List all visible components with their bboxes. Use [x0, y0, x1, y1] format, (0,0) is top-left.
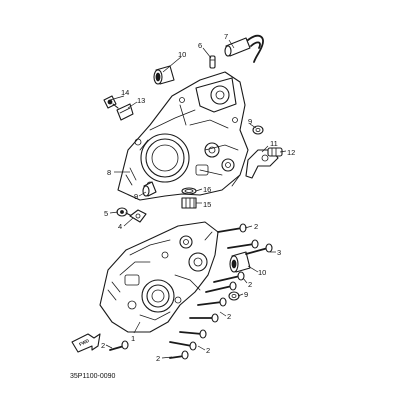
callout-14: 14: [121, 88, 129, 97]
crankcase-right-half: [117, 71, 249, 201]
bolt-5: [116, 207, 133, 217]
callout-6: 6: [198, 41, 202, 50]
callout-12: 12: [287, 148, 295, 157]
callout-1: 1: [131, 334, 135, 343]
callout-15: 15: [203, 200, 211, 209]
clamp-4: [129, 209, 147, 223]
callout-3: 3: [277, 248, 281, 257]
callout-13: 13: [137, 96, 145, 105]
callout-10-lower: 10: [258, 268, 266, 277]
callout-4: 4: [118, 222, 122, 231]
callout-7: 7: [224, 32, 228, 41]
bolt-12: [267, 147, 283, 157]
callout-9-lower: 9: [134, 192, 138, 201]
crankcase-left-half: [99, 221, 219, 333]
fwd-arrow: FWD: [71, 333, 101, 353]
o-ring-16: [181, 187, 197, 195]
oil-seal-lower: [229, 251, 251, 273]
callout-2-e: 2: [101, 341, 105, 350]
dowel-9-lower: [142, 181, 157, 197]
callout-5: 5: [104, 209, 108, 218]
bolt-3: [245, 243, 273, 255]
callout-2-d: 2: [206, 346, 210, 355]
clip-13: [116, 103, 134, 121]
oil-seal-upper: [153, 65, 175, 85]
callout-9-right: 9: [244, 290, 248, 299]
diagram-code: 35P1100-0090: [70, 373, 116, 380]
fwd-text: FWD: [78, 338, 90, 347]
plug-15: [181, 197, 197, 209]
dowel-9-right: [228, 291, 240, 301]
bolts-2-right: [169, 223, 259, 351]
leader-lines: [105, 39, 287, 359]
callout-16: 16: [203, 185, 211, 194]
callout-2-a: 2: [254, 222, 258, 231]
callout-2-c: 2: [227, 312, 231, 321]
guide-11: [245, 149, 279, 179]
callout-11: 11: [270, 139, 278, 148]
callout-2-b: 2: [248, 280, 252, 289]
callout-10-upper: 10: [178, 50, 186, 59]
callout-2-f: 2: [156, 354, 160, 363]
callout-9-upper: 9: [248, 117, 252, 126]
breather-hose-7: [224, 34, 264, 63]
bolt-14: [103, 95, 119, 109]
callout-labels: 10 6 7 14 13 9 11 12 8 9 16 15 5 4 2 3 1…: [101, 32, 295, 363]
bolts-2-bottom: [109, 340, 189, 360]
callout-8: 8: [107, 168, 111, 177]
pin-6: [209, 55, 216, 69]
